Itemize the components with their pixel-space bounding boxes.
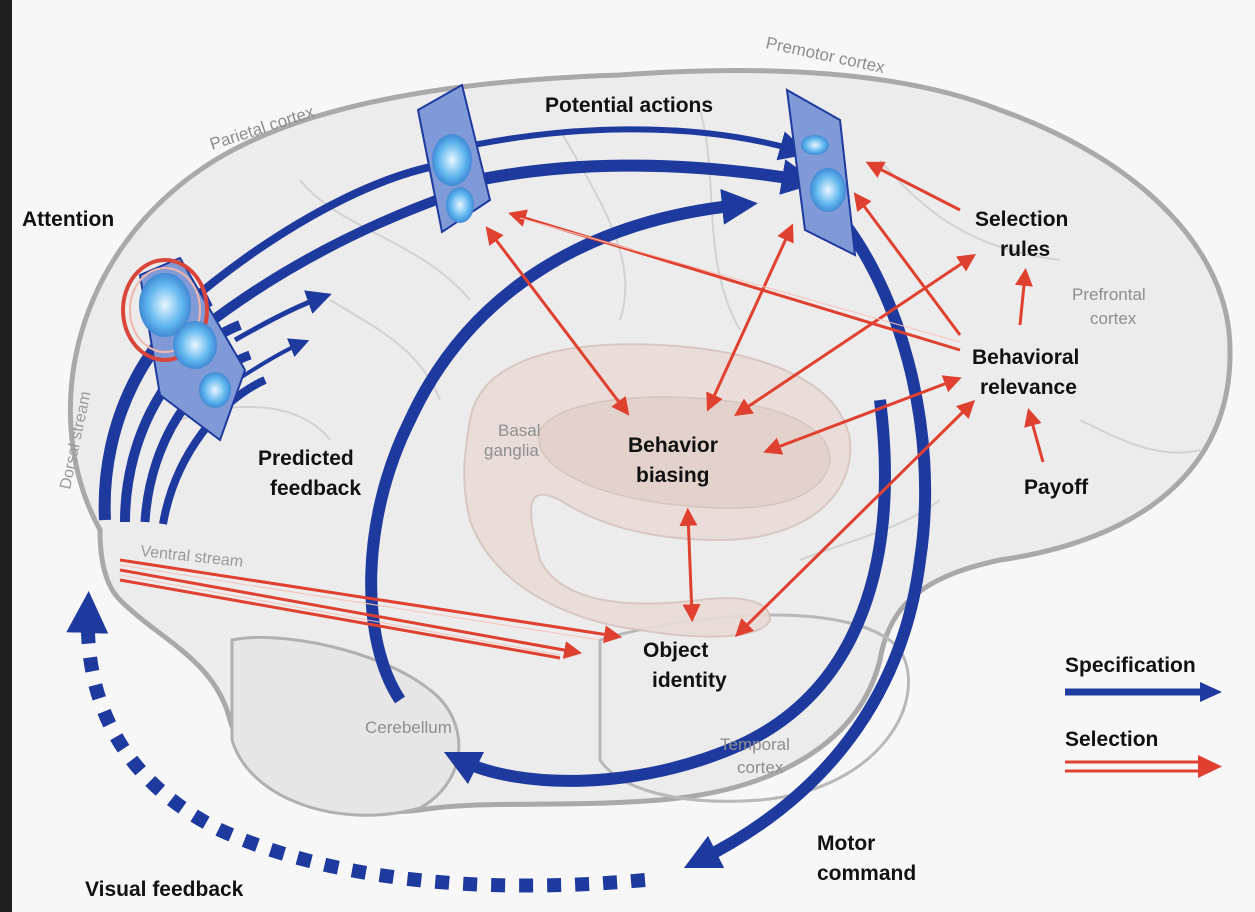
motor-command-label-line2: command: [817, 862, 916, 885]
attention-label: Attention: [22, 208, 114, 231]
basal-ganglia-label-line1: Basal: [498, 421, 541, 440]
selection-rules-label-line1: Selection: [975, 208, 1068, 231]
behavior-biasing-label-line2: biasing: [636, 464, 710, 487]
predicted-feedback-label-line1: Predicted: [258, 447, 354, 470]
temporal-cortex-label-line1: Temporal: [720, 735, 790, 754]
attention-panel: [121, 256, 247, 442]
legend-specification-label: Specification: [1065, 654, 1196, 677]
parietal-action-panel: [416, 83, 492, 234]
payoff-label: Payoff: [1024, 476, 1089, 499]
legend-selection-arrowhead: [1198, 755, 1222, 778]
predicted-feedback-label-line2: feedback: [270, 477, 361, 500]
object-identity-label-line1: Object: [643, 639, 708, 662]
behavioral-relevance-label-line1: Behavioral: [972, 346, 1079, 369]
left-border: [0, 0, 12, 912]
behavioral-relevance-label-line2: relevance: [980, 376, 1077, 399]
legend-specification-arrowhead: [1200, 682, 1222, 702]
temporal-cortex-label-line2: cortex: [737, 758, 784, 777]
basal-ganglia-label-line2: ganglia: [484, 441, 539, 460]
visual-feedback-label: Visual feedback: [85, 878, 244, 901]
legend: Specification Selection: [1065, 654, 1222, 778]
cerebellum-label: Cerebellum: [365, 718, 452, 737]
prefrontal-cortex-label-line1: Prefrontal: [1072, 285, 1146, 304]
selection-rules-label-line2: rules: [1000, 238, 1050, 261]
prefrontal-cortex-label-line2: cortex: [1090, 309, 1137, 328]
object-identity-label-line2: identity: [652, 669, 727, 692]
legend-selection-label: Selection: [1065, 728, 1158, 751]
potential-actions-label: Potential actions: [545, 94, 713, 117]
behavior-biasing-label-line1: Behavior: [628, 434, 718, 457]
premotor-action-panel: [785, 88, 857, 257]
motor-command-label-line1: Motor: [817, 832, 875, 855]
selection-arrow-highlights: [119, 217, 961, 656]
